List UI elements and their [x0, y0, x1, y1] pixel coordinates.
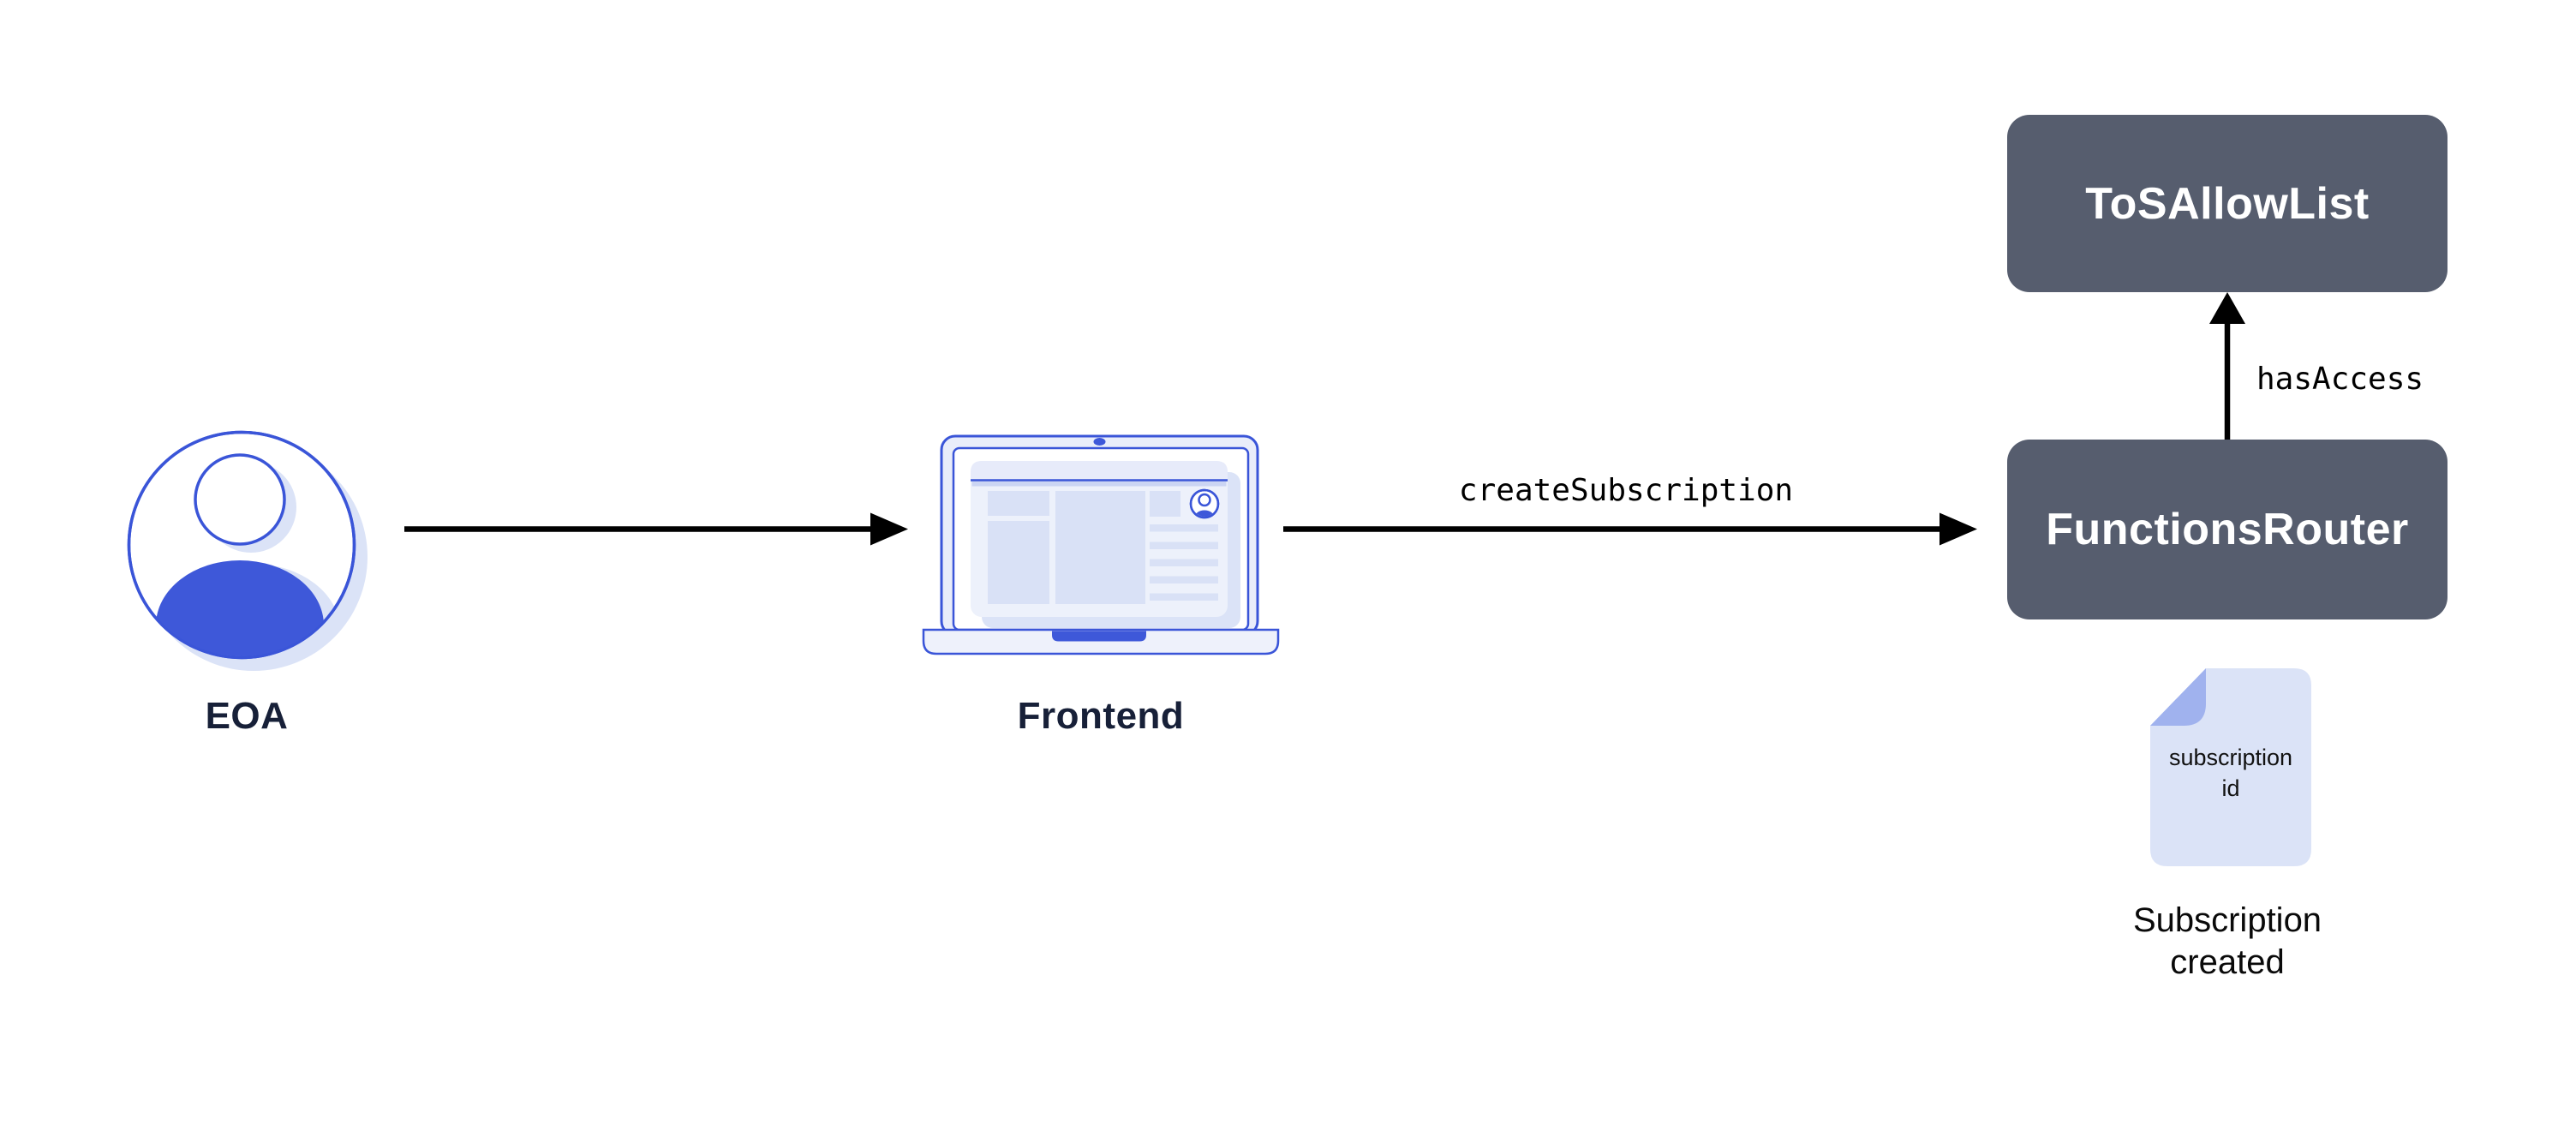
laptop-camera-icon — [1093, 438, 1106, 446]
arrowhead-right-icon — [1939, 512, 1977, 546]
browser-text-line — [1150, 542, 1218, 549]
arrowhead-right-icon — [870, 512, 908, 546]
node-tos-allow-list: ToSAllowList — [2007, 115, 2447, 292]
laptop-base-notch — [1052, 631, 1146, 642]
browser-profile-icon — [1189, 488, 1220, 519]
laptop-icon — [922, 434, 1280, 655]
laptop-base — [922, 628, 1280, 655]
artifact-caption-line1: Subscription — [2132, 901, 2322, 939]
browser-block-nav — [988, 491, 1049, 516]
user-avatar-icon — [127, 430, 368, 671]
browser-toolbar-strip — [971, 482, 1227, 487]
functions-router-label: FunctionsRouter — [2046, 505, 2409, 554]
browser-text-line — [1150, 524, 1218, 532]
edge-label-create-subscription: createSubscription — [1458, 473, 1794, 508]
node-functions-router: FunctionsRouter — [2007, 440, 2447, 619]
avatar-head — [194, 453, 286, 546]
arrow-router-to-tos — [2209, 292, 2245, 440]
browser-top-bar — [971, 461, 1228, 480]
arrow-frontend-to-router — [1283, 512, 1977, 546]
browser-block-main — [1055, 491, 1145, 604]
document-text-line2: id — [2221, 775, 2240, 801]
artifact-caption: Subscription created — [2099, 900, 2356, 984]
arrow-eoa-to-frontend — [404, 512, 908, 546]
browser-block-sidebar — [988, 521, 1049, 604]
eoa-label: EOA — [205, 695, 289, 737]
browser-text-line — [1150, 559, 1218, 566]
browser-text-line — [1150, 576, 1218, 583]
document-icon — [2150, 668, 2311, 866]
frontend-label: Frontend — [1017, 695, 1185, 737]
document-text: subscription id — [2150, 742, 2311, 804]
browser-text-line — [1150, 593, 1218, 601]
avatar-outer-ring — [127, 430, 356, 660]
document-fold-corner — [2150, 668, 2206, 726]
arrowhead-up-icon — [2209, 292, 2245, 324]
avatar-torso — [156, 560, 324, 656]
document-text-line1: subscription — [2168, 745, 2293, 770]
tos-allow-list-label: ToSAllowList — [2085, 178, 2370, 229]
artifact-caption-line2: created — [2170, 943, 2285, 981]
edge-label-has-access: hasAccess — [2256, 362, 2424, 397]
browser-block-widget — [1150, 491, 1180, 517]
